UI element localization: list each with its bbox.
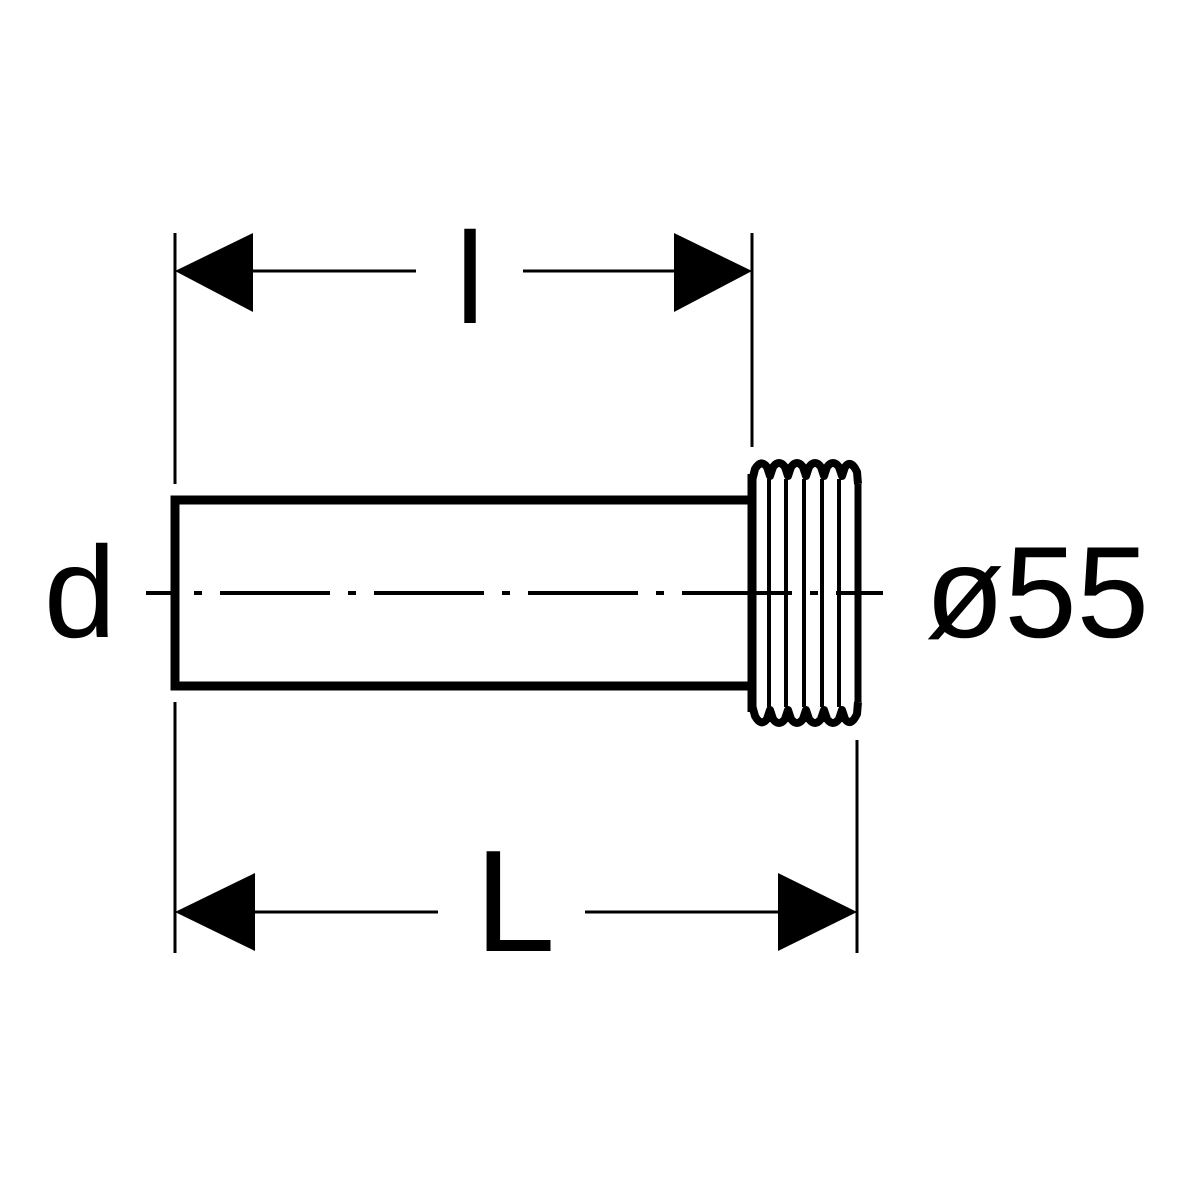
thread-profile-bottom	[748, 701, 862, 727]
arrowhead-L-left	[175, 873, 255, 951]
label-l: l	[456, 205, 485, 351]
dimension-l: l	[175, 205, 752, 351]
label-d: d	[44, 519, 116, 665]
label-thread-diameter: ø55	[925, 519, 1149, 665]
arrowhead-l-left	[175, 233, 253, 312]
label-L: L	[475, 820, 556, 982]
thread-profile-top	[748, 459, 862, 485]
dimension-L: L	[175, 820, 857, 982]
arrowhead-l-right	[674, 233, 752, 312]
arrowhead-L-right	[778, 873, 857, 951]
extension-lines	[173, 233, 859, 953]
